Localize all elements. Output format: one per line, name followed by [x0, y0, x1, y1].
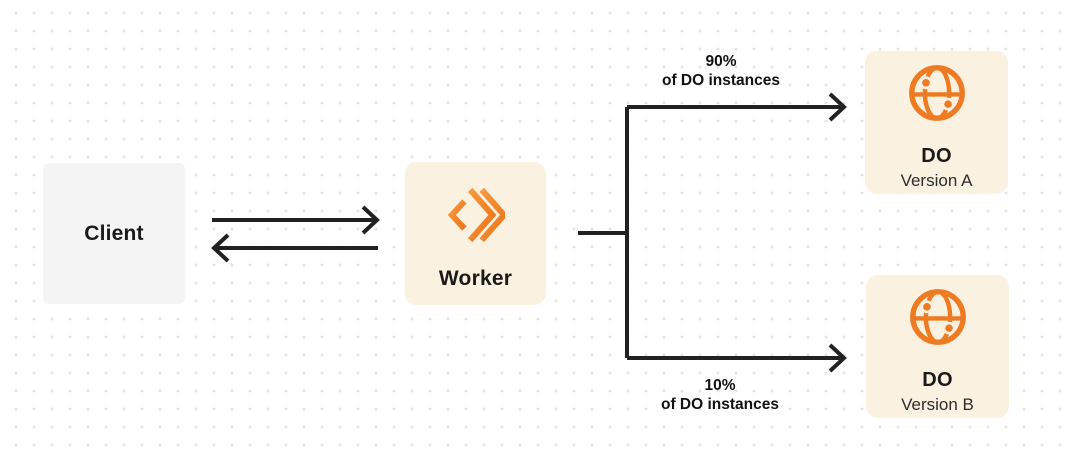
worker-to-client-arrow: [211, 233, 378, 263]
durable-object-globe-icon: [906, 62, 968, 124]
split-90-caption: of DO instances: [662, 72, 780, 89]
client-node: Client: [43, 163, 185, 304]
client-to-worker-arrow: [212, 205, 380, 235]
durable-object-globe-icon: [907, 286, 969, 348]
workers-chevrons-icon: [447, 186, 508, 244]
split-90-label: 90% of DO instances: [611, 52, 831, 90]
do-a-subtitle: Version A: [900, 171, 973, 190]
split-90-percent: 90%: [705, 53, 737, 70]
split-10-percent: 10%: [704, 377, 736, 394]
split-10-label: 10% of DO instances: [610, 376, 830, 414]
do-version-b-node: DO Version B: [866, 275, 1009, 418]
arrow-to-version-a: [627, 92, 847, 122]
do-b-title: DO: [922, 369, 953, 391]
split-10-caption: of DO instances: [661, 396, 779, 413]
do-a-title: DO: [921, 145, 952, 167]
do-version-a-node: DO Version A: [865, 51, 1008, 194]
split-connector: [578, 107, 629, 358]
worker-label: Worker: [438, 267, 513, 290]
worker-node: Worker: [405, 162, 546, 305]
arrow-to-version-b: [627, 343, 847, 373]
do-b-subtitle: Version B: [901, 395, 974, 414]
client-label: Client: [84, 221, 144, 245]
